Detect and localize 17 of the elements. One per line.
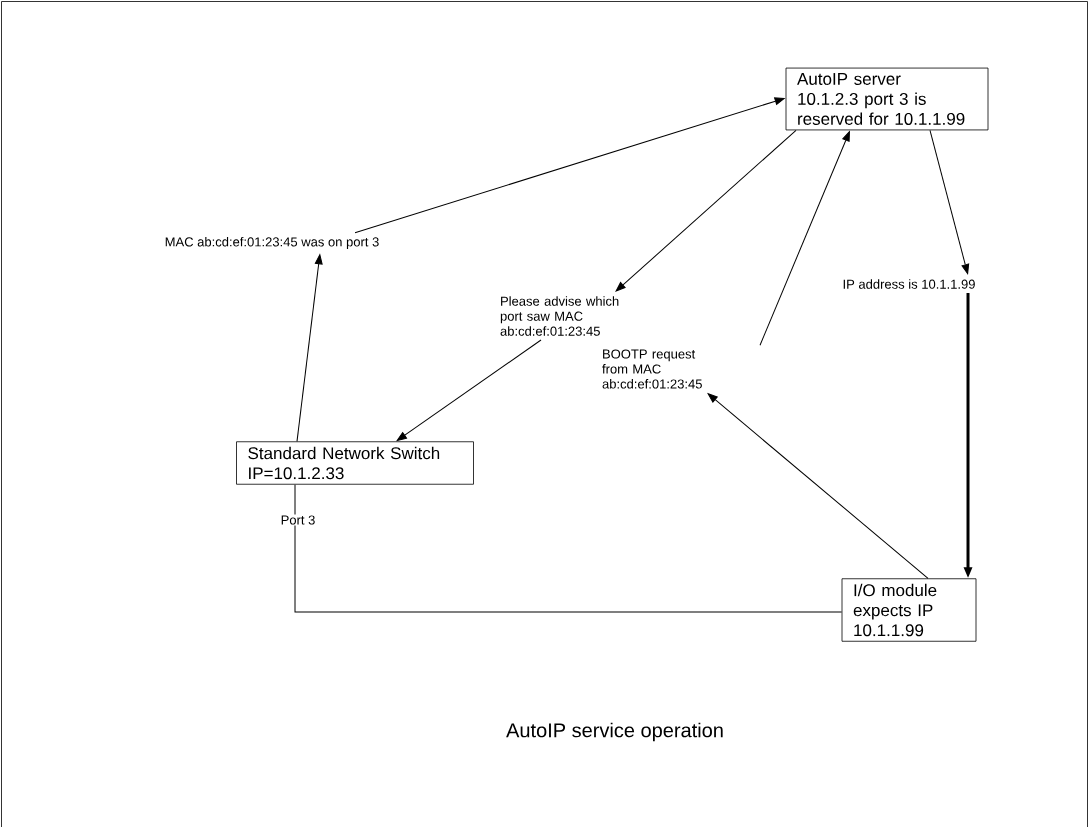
arrow	[929, 129, 970, 275]
edge-label: Port 3	[281, 515, 315, 525]
server-box: AutoIP server 10.1.2.3 port 3 is reserved for 10.1.1.99	[785, 67, 989, 131]
arrow	[354, 97, 785, 234]
arrow	[707, 393, 929, 579]
arrow	[615, 129, 797, 292]
arrow	[759, 131, 850, 346]
switch-box: Standard Network Switch IP=10.1.2.33	[236, 441, 474, 485]
message-text: Please advise which port saw MAC ab:cd:ef:01:23:45	[500, 296, 619, 336]
caption: AutoIP service operation	[506, 722, 723, 742]
message-text: MAC ab:cd:ef:01:23:45 was on port 3	[165, 236, 379, 250]
module-box: I/O module expects IP 10.1.1.99	[841, 578, 977, 642]
arrow	[296, 254, 323, 442]
message-text: BOOTP request from MAC ab:cd:ef:01:23:45	[602, 349, 702, 389]
connector-line	[294, 484, 843, 613]
arrow	[396, 339, 542, 441]
message-text: IP address is 10.1.1.99	[843, 279, 975, 289]
